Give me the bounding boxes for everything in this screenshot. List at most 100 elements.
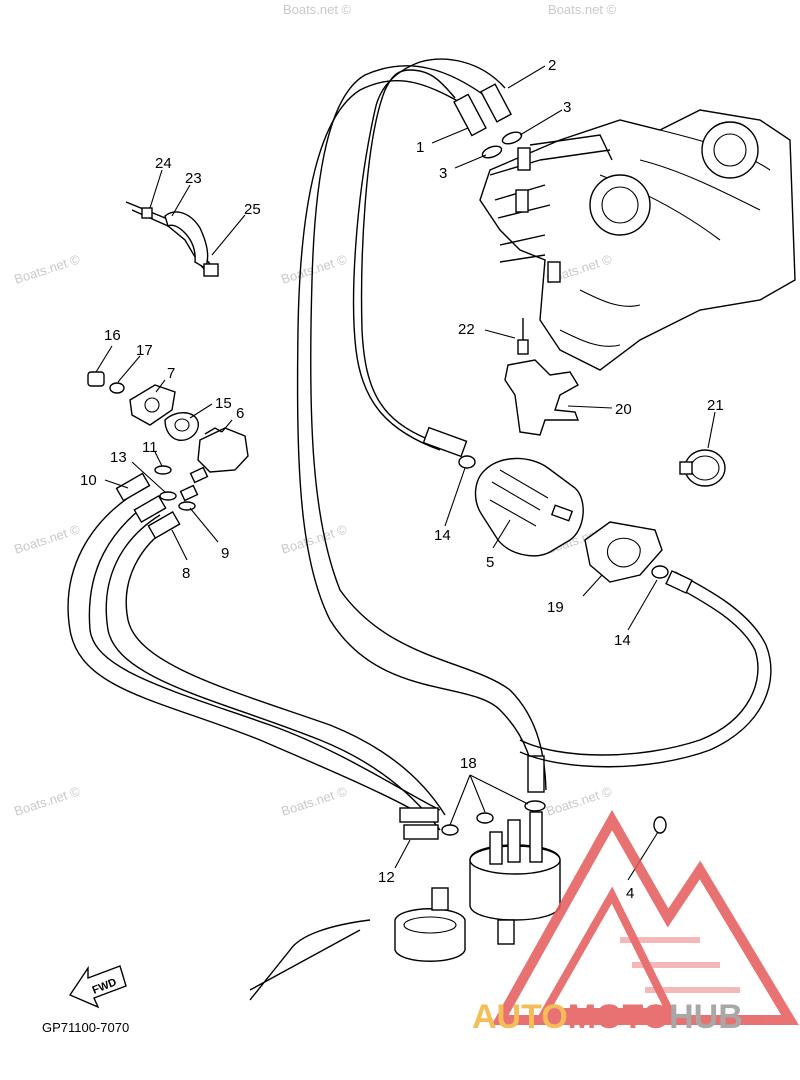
callout-17: 17 [136, 342, 153, 359]
callout-22: 22 [458, 321, 475, 338]
callout-6: 6 [236, 405, 244, 422]
pipe [489, 831, 503, 865]
watermark: Boats.net © [279, 251, 349, 286]
watermark: Boats.net © [548, 2, 617, 17]
small-clamps [154, 465, 196, 511]
pipe [529, 811, 543, 863]
brand-part-auto: AUTO [472, 998, 568, 1036]
clamp [458, 455, 476, 469]
fuel-cock-6 [197, 427, 249, 473]
carb-throat [701, 121, 759, 179]
nipple [547, 261, 561, 283]
watermark: Boats.net © [12, 783, 82, 818]
callout-18: 18 [460, 755, 477, 772]
pipe [497, 919, 515, 945]
band-assembly [125, 201, 219, 277]
hose-down-to-tank [527, 755, 545, 793]
band-lock [203, 263, 219, 277]
pipe [431, 887, 449, 911]
callout-13: 13 [110, 449, 127, 466]
nipple [517, 147, 531, 171]
petcock-assembly [87, 371, 249, 502]
callout-3: 3 [563, 99, 571, 116]
callout-14: 14 [614, 632, 631, 649]
watermark: Boats.net © [279, 783, 349, 818]
callout-19: 19 [547, 599, 564, 616]
nipple [515, 189, 529, 213]
washer-17 [109, 382, 125, 394]
band [164, 211, 209, 269]
callout-12: 12 [378, 869, 395, 886]
clamp-13 [159, 491, 177, 501]
clamp-18 [441, 824, 459, 836]
leader-lines [95, 65, 716, 881]
clamp-18 [476, 812, 494, 824]
clamp-18 [524, 800, 546, 812]
callout-23: 23 [185, 170, 202, 187]
callout-14: 14 [434, 527, 451, 544]
brand-part-hub: HUB [669, 998, 743, 1036]
logo-triangle-icon [491, 809, 799, 1025]
clamp-9 [178, 501, 196, 511]
screw-22 [517, 339, 529, 355]
hose-12-end [403, 824, 439, 840]
clamp [501, 131, 523, 145]
hose-1-and-2 [296, 58, 547, 793]
callout-1: 1 [416, 139, 424, 156]
fuel-filter-5 [474, 457, 584, 557]
cover-7 [129, 384, 176, 426]
nipple [189, 466, 209, 484]
clamps-14 [458, 455, 669, 579]
callout-10: 10 [80, 472, 97, 489]
forward-arrow: FWD [68, 965, 127, 1009]
hose-to-filter [422, 426, 468, 458]
watermark: Boats.net © [12, 521, 82, 556]
callout-3: 3 [439, 165, 447, 182]
callout-9: 9 [221, 545, 229, 562]
brand-name: AUTOMOTOHUB [472, 998, 743, 1036]
watermark: Boats.net © [283, 2, 352, 17]
callout-21: 21 [707, 397, 724, 414]
callouts: 1 2 3 3 4 5 6 7 8 9 10 11 12 13 14 14 15… [80, 57, 724, 902]
callout-24: 24 [155, 155, 172, 172]
hose-10-end [115, 472, 151, 502]
brand-part-moto: MOTO [568, 998, 669, 1036]
callout-4: 4 [626, 885, 634, 902]
clamp [651, 565, 669, 579]
tank-fittings [249, 800, 667, 1001]
callout-16: 16 [104, 327, 121, 344]
diagram-code: GP71100-7070 [42, 1020, 129, 1035]
hose-end [133, 494, 167, 524]
carb-throat [589, 174, 651, 236]
callout-7: 7 [167, 365, 175, 382]
watermark: Boats.net © [279, 521, 349, 556]
clamp [481, 145, 503, 159]
callout-5: 5 [486, 554, 494, 571]
watermark: Boats.net © [12, 251, 82, 286]
grommet [394, 908, 466, 962]
joint-4 [653, 816, 667, 834]
holder-19 [519, 521, 772, 768]
callout-15: 15 [215, 395, 232, 412]
callout-20: 20 [615, 401, 632, 418]
hose-12-end [399, 807, 439, 823]
hose-8-end [147, 510, 181, 540]
watermark: Boats.net © [544, 783, 614, 818]
clamps-3 [481, 131, 523, 159]
screw-16 [87, 371, 105, 387]
callout-2: 2 [548, 57, 556, 74]
carburetor-assembly [479, 109, 796, 371]
callout-11: 11 [142, 439, 158, 456]
callout-8: 8 [182, 565, 190, 582]
hose-2-end [480, 83, 512, 123]
bracket-20 [504, 318, 580, 436]
brand-logo: AUTOMOTOHUB [472, 809, 799, 1036]
hose-1-end [453, 93, 487, 137]
hoses-8-10-12 [67, 472, 446, 840]
holder [141, 207, 153, 219]
gasket-15 [164, 412, 199, 441]
band-lock [679, 461, 693, 475]
band-21 [679, 449, 726, 487]
callout-25: 25 [244, 201, 261, 218]
